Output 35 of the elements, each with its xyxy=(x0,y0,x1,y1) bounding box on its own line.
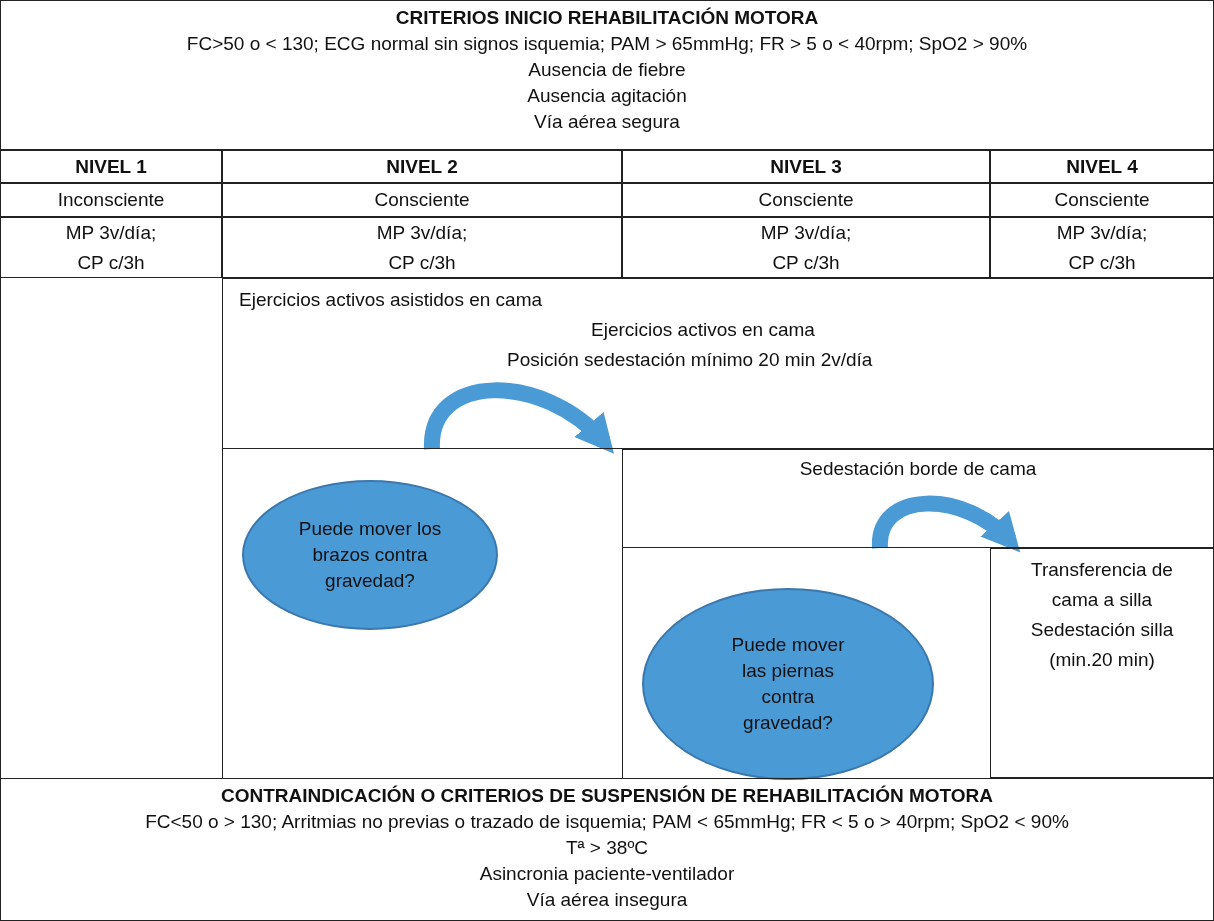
curved-arrow xyxy=(424,382,615,453)
criteria-text: Ausencia de fiebre xyxy=(527,58,687,82)
level-heading: NIVEL 4 xyxy=(990,150,1214,183)
question-text: Puede mover las piernas contra gravedad? xyxy=(730,633,846,735)
activity-text: Sedestación silla (min.20 min) xyxy=(1029,618,1175,672)
criteria-text: Tª > 38ºC xyxy=(564,836,650,860)
criteria-text: Asincronia paciente-ventilador xyxy=(478,862,736,886)
panel-heading: CONTRAINDICACIÓN O CRITERIOS DE SUSPENSIÓN DE REHABILITACIÓN MOTORA xyxy=(220,784,994,808)
criteria-text: FC<50 o > 130; Arritmias no previas o trazado de isquemia; PAM < 65mmHg; FR < 5 o > 40rpm; SpO2 < 90% xyxy=(144,810,1070,834)
criteria-text: Vía aérea insegura xyxy=(525,888,689,912)
treatment-frequency: MP 3v/día; CP c/3h xyxy=(622,217,990,278)
stage-box xyxy=(222,278,1214,449)
treatment-frequency: MP 3v/día; CP c/3h xyxy=(990,217,1214,278)
criteria-text: Vía aérea segura xyxy=(533,110,681,134)
treatment-frequency: MP 3v/día; CP c/3h xyxy=(0,217,222,278)
consciousness-state: Consciente xyxy=(990,183,1214,217)
level-heading: NIVEL 2 xyxy=(222,150,622,183)
activity-text: Transferencia de cama a silla xyxy=(1030,558,1174,612)
consciousness-state: Consciente xyxy=(222,183,622,217)
stage-box xyxy=(622,449,1214,548)
activity-text: Ejercicios activos asistidos en cama xyxy=(238,288,544,312)
level-heading: NIVEL 3 xyxy=(622,150,990,183)
criteria-text: Ausencia agitación xyxy=(526,84,688,108)
stage-box xyxy=(990,548,1214,778)
activity-text: Sedestación borde de cama xyxy=(798,457,1038,481)
panel-heading: CRITERIOS INICIO REHABILITACIÓN MOTORA xyxy=(394,6,820,30)
activity-text: Ejercicios activos en cama xyxy=(590,318,816,342)
curved-arrow xyxy=(872,495,1022,552)
activity-text: Posición sedestación mínimo 20 min 2v/día xyxy=(506,348,874,372)
criteria-text: FC>50 o < 130; ECG normal sin signos isquemia; PAM > 65mmHg; FR > 5 o < 40rpm; SpO2 > 90% xyxy=(185,32,1029,56)
consciousness-state: Inconsciente xyxy=(0,183,222,217)
consciousness-state: Consciente xyxy=(622,183,990,217)
question-text: Puede mover los brazos contra gravedad? xyxy=(297,517,443,593)
level-heading: NIVEL 1 xyxy=(0,150,222,183)
treatment-frequency: MP 3v/día; CP c/3h xyxy=(222,217,622,278)
